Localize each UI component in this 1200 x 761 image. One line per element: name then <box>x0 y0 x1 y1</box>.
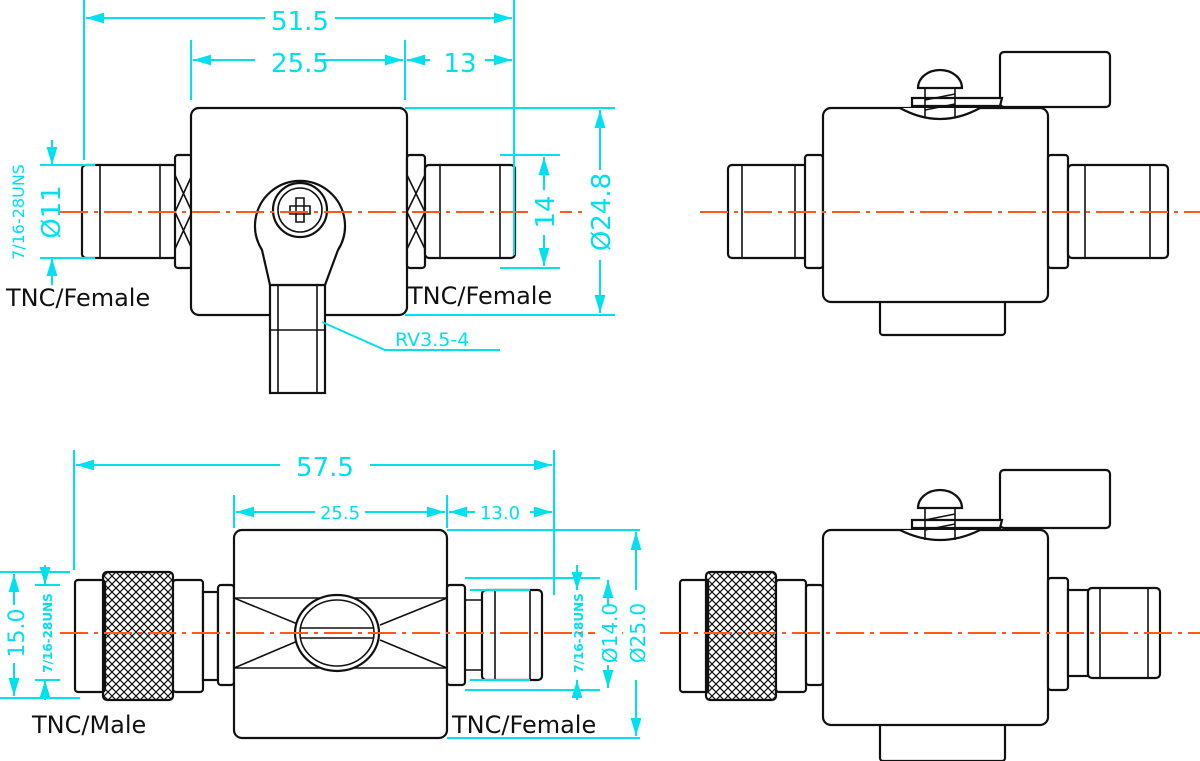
lug-label: RV3.5-4 <box>395 329 469 351</box>
top-screw <box>916 68 964 90</box>
thread-spec: 7/16-28UNS <box>9 164 28 260</box>
top-end-view <box>700 50 1200 337</box>
left-thread-spec: 7/16-28UNS <box>41 593 55 673</box>
lug-tab <box>998 50 1112 109</box>
left-hex-nut <box>804 583 825 687</box>
right-thread-spec: 7/16-28UNS <box>572 593 586 673</box>
right-connector-label: TNC/Female <box>451 711 596 739</box>
bottom-end-view <box>660 468 1200 761</box>
left-connector-label: TNC/Female <box>5 284 150 312</box>
bottom-tab <box>878 298 1007 337</box>
overall-length-dim: 51.5 <box>271 7 329 37</box>
knurled-coupling-nut <box>704 570 778 702</box>
connector-length-dim: 13 <box>443 49 476 79</box>
right-connector-label: TNC/Female <box>407 282 552 310</box>
right-height-dim: 14 <box>531 195 561 228</box>
male-connector-sleeve <box>73 578 107 694</box>
lug-tab <box>998 468 1112 530</box>
right-hex-nut <box>445 583 467 687</box>
top-screw <box>916 488 964 510</box>
ground-screw <box>271 181 329 239</box>
ground-lug <box>268 283 327 395</box>
arrester-body <box>821 528 1050 727</box>
knurled-coupling-nut <box>101 570 175 702</box>
body-diameter-dim: Ø25.0 <box>626 603 650 663</box>
body-length-dim: 25.5 <box>271 49 329 79</box>
right-female-connector <box>480 588 544 682</box>
left-height-dim: 15.0 <box>5 609 30 658</box>
right-diameter-dim: Ø14.0 <box>598 603 622 663</box>
bottom-tab <box>878 721 1007 761</box>
left-connector-label: TNC/Male <box>31 711 146 739</box>
left-diameter-dim: Ø11 <box>37 185 67 239</box>
connector-length-dim: 13.0 <box>480 503 520 524</box>
body-length-dim: 25.5 <box>320 503 360 524</box>
left-hex-nut <box>216 583 236 687</box>
bottom-side-view: 57.5 25.5 13.0 15.0 7/16-28UNS 7/16-28UN… <box>0 445 650 740</box>
top-side-view: 51.5 25.5 13 7/16-28UNS Ø11 14 Ø24.8 TNC… <box>5 0 617 395</box>
body-diameter-dim: Ø24.8 <box>587 173 617 251</box>
arrester-body <box>821 106 1050 304</box>
overall-length-dim: 57.5 <box>296 453 354 483</box>
